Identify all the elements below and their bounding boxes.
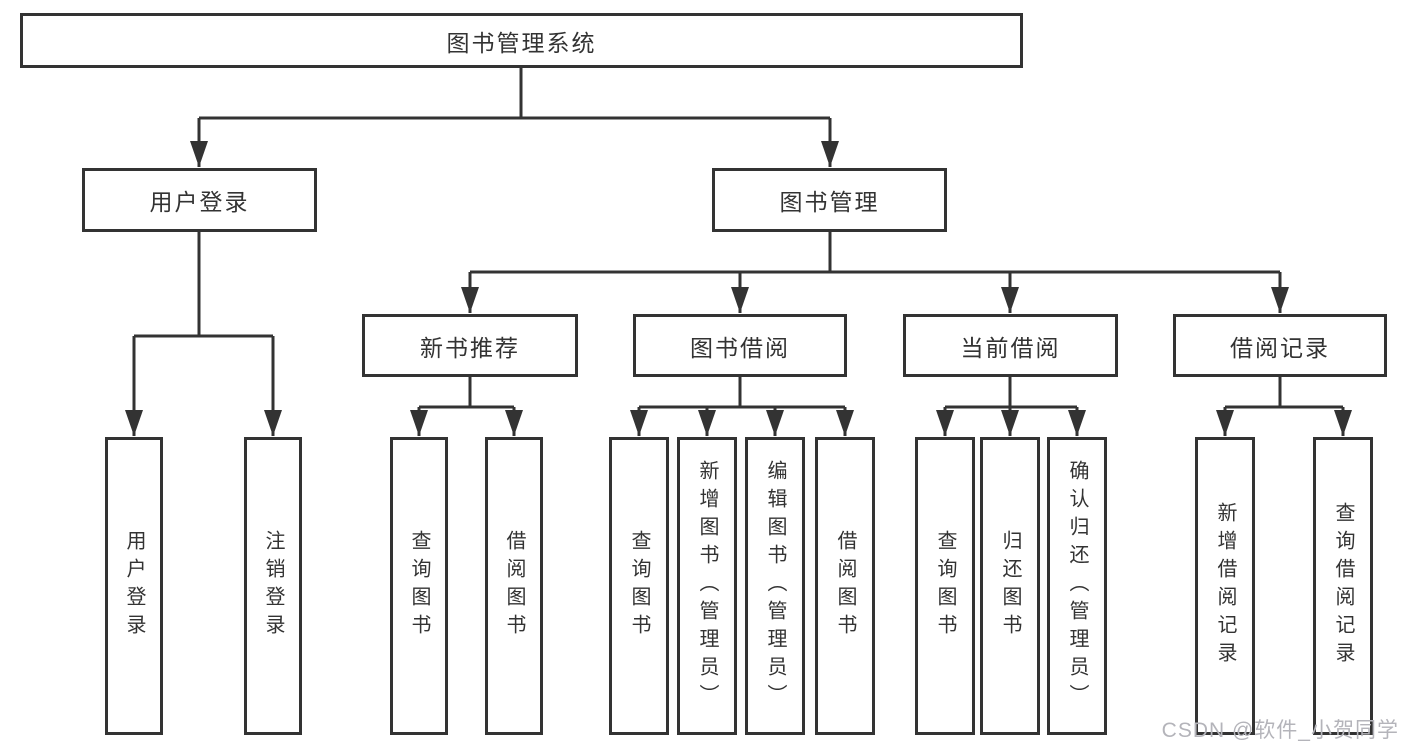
leaf-query-books: 查询图书 [390, 437, 448, 735]
leaf-add-borrow-record: 新增借阅记录 [1195, 437, 1255, 735]
leaf-borrow-books: 借阅图书 [485, 437, 543, 735]
node-book-management: 图书管理 [712, 168, 947, 232]
node-borrowing-records: 借阅记录 [1173, 314, 1387, 377]
leaf-edit-books-admin: 编辑图书（管理员） [745, 437, 805, 735]
node-library-system: 图书管理系统 [20, 13, 1023, 68]
leaf-logout-login: 注销登录 [244, 437, 302, 735]
leaf-add-books-admin: 新增图书（管理员） [677, 437, 737, 735]
leaf-return-books: 归还图书 [980, 437, 1040, 735]
leaf-query-books: 查询图书 [609, 437, 669, 735]
leaf-query-books: 查询图书 [915, 437, 975, 735]
node-current-borrowing: 当前借阅 [903, 314, 1118, 377]
node-book-borrowing: 图书借阅 [633, 314, 847, 377]
leaf-confirm-return-admin: 确认归还（管理员） [1047, 437, 1107, 735]
node-user-login: 用户登录 [82, 168, 317, 232]
connector-skeleton [134, 68, 1343, 409]
leaf-query-borrow-record: 查询借阅记录 [1313, 437, 1373, 735]
watermark: CSDN @软件_小贺同学 [1161, 719, 1399, 742]
leaf-borrow-books: 借阅图书 [815, 437, 875, 735]
node-new-book-recommendation: 新书推荐 [362, 314, 578, 377]
leaf-user-login: 用户登录 [105, 437, 163, 735]
